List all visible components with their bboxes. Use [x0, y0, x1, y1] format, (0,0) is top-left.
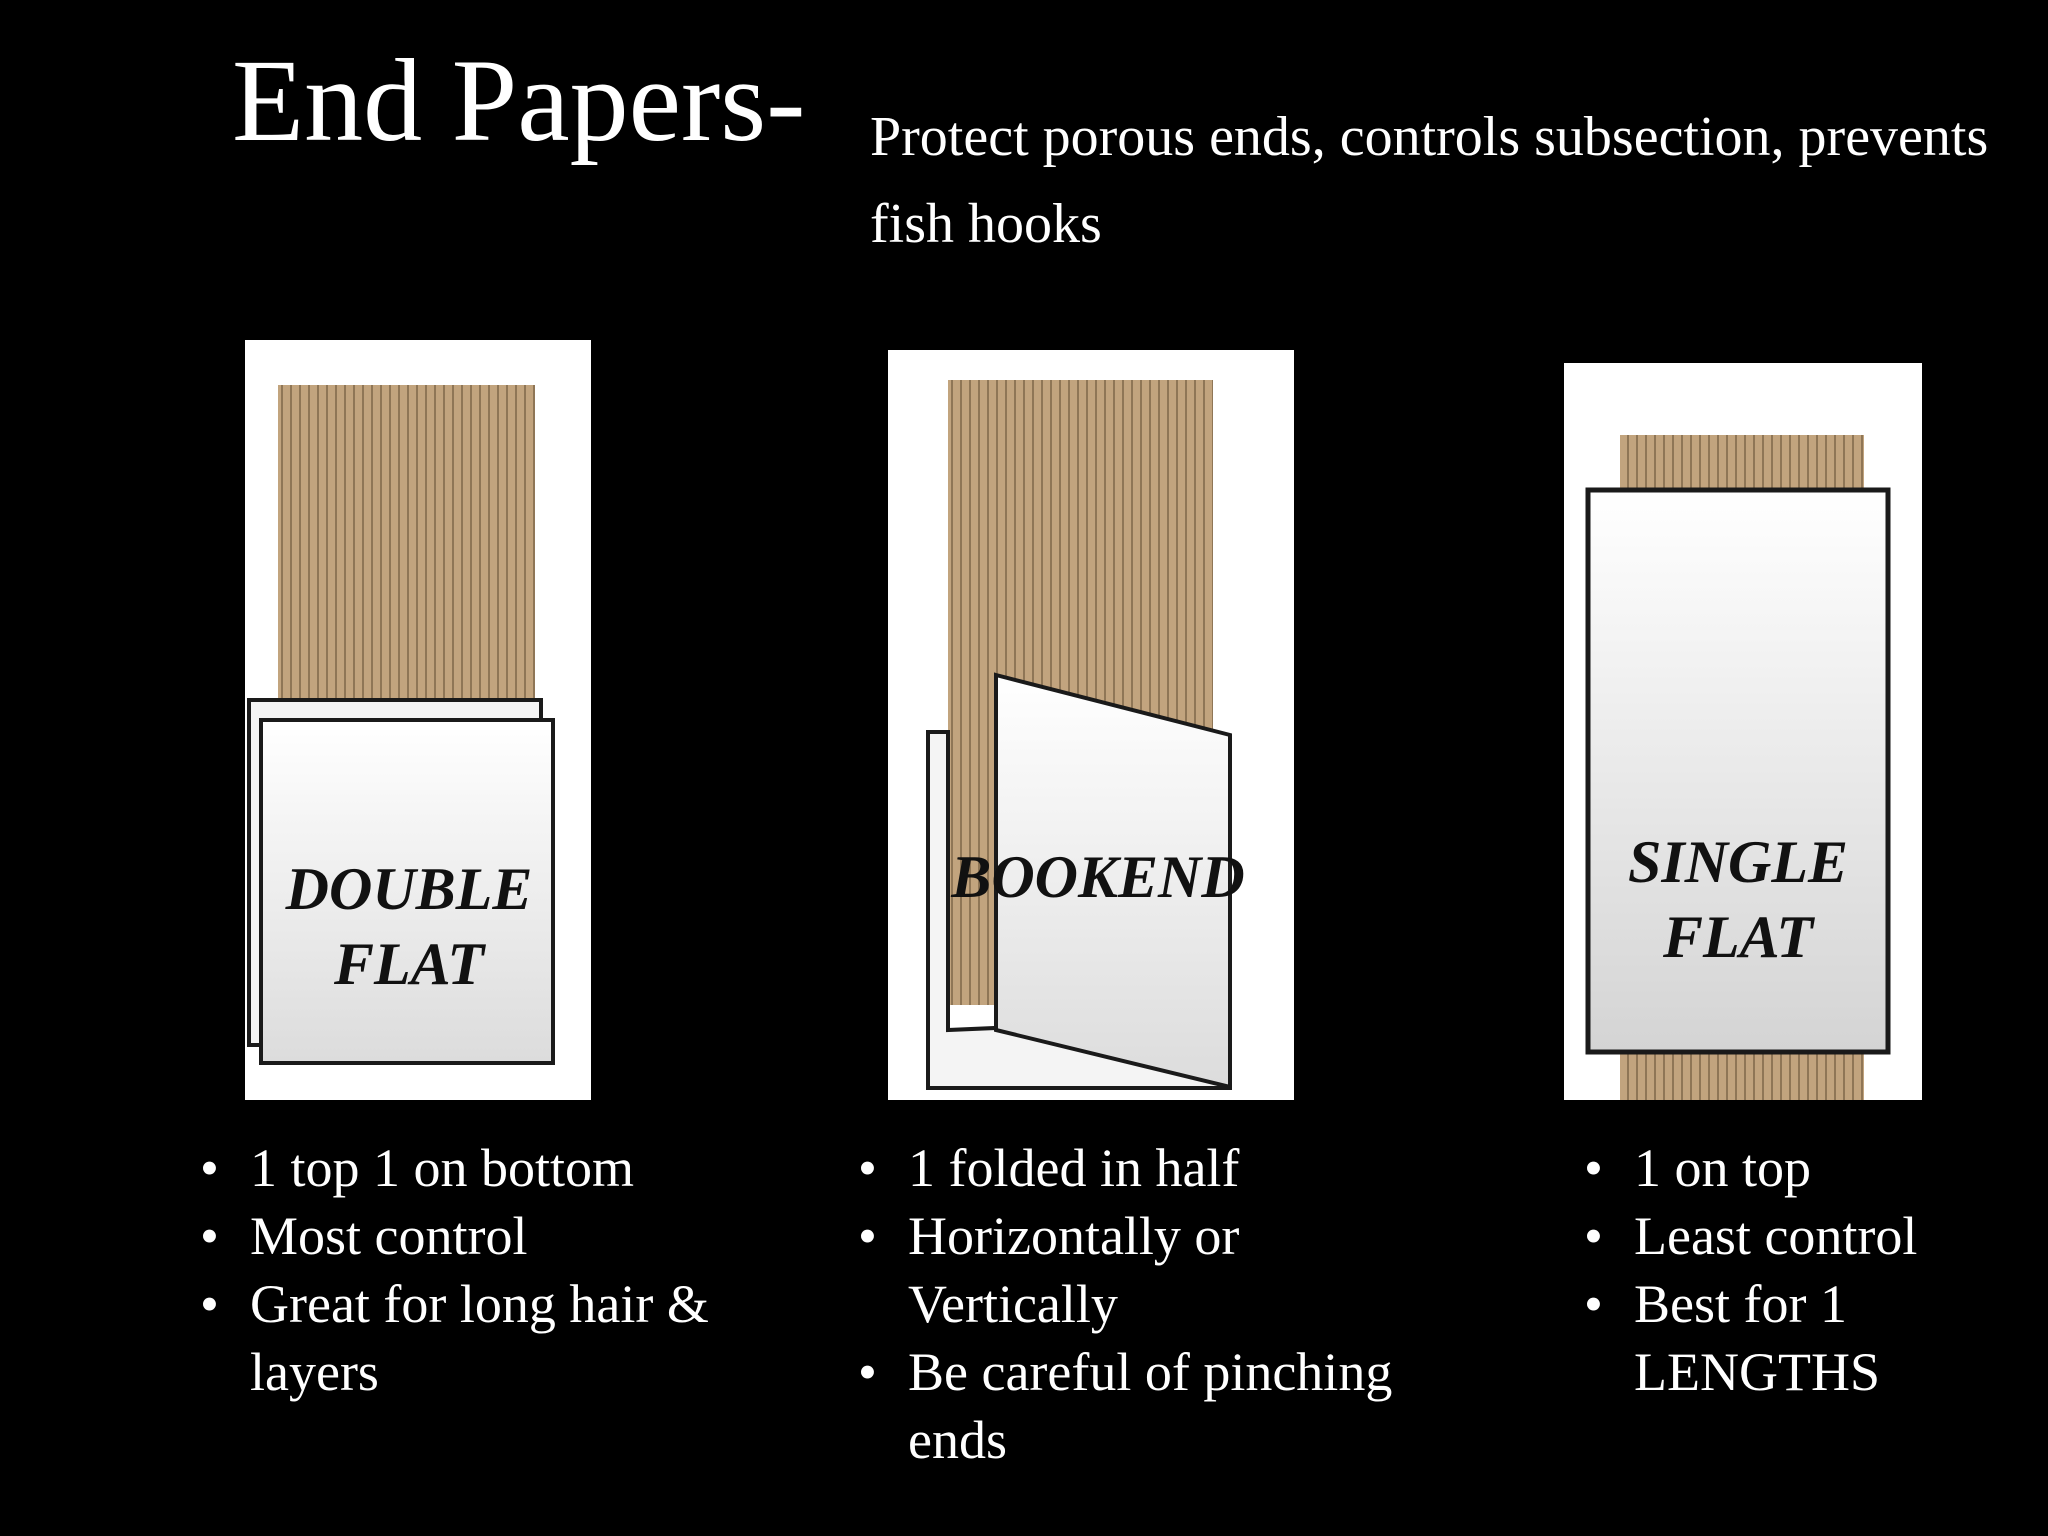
bullet-item: Great for long hair & layers [200, 1270, 760, 1406]
bullet-item: 1 top 1 on bottom [200, 1134, 760, 1202]
top-paper [259, 718, 555, 1065]
label-line: SINGLE [1627, 829, 1849, 895]
diagram-label-double-flat: DOUBLE FLAT [263, 852, 555, 1002]
front-paper-half [994, 672, 1232, 1090]
single-flat-illustration [1585, 435, 1891, 1100]
label-line: DOUBLE [285, 856, 533, 922]
double-flat-illustration [247, 385, 555, 1065]
bullet-item: Most control [200, 1202, 760, 1270]
single-flat-bullets: 1 on top Least control Best for 1 LENGTH… [1584, 1134, 1984, 1406]
bullet-item: Best for 1 LENGTHS [1584, 1270, 1984, 1406]
diagram-label-bookend: BOOKEND [948, 840, 1248, 915]
top-paper [1585, 487, 1891, 1055]
bullet-item: 1 folded in half [858, 1134, 1418, 1202]
bookend-diagram: BOOKEND [888, 350, 1294, 1100]
bookend-illustration [926, 380, 1232, 1090]
single-flat-diagram: SINGLE FLAT [1564, 363, 1922, 1100]
bullet-item: Least control [1584, 1202, 1984, 1270]
bullet-item: Horizontally or Vertically [858, 1202, 1418, 1338]
bullet-item: Be careful of pinching ends [858, 1338, 1418, 1474]
bullet-item: 1 on top [1584, 1134, 1984, 1202]
double-flat-bullets: 1 top 1 on bottom Most control Great for… [200, 1134, 760, 1406]
bookend-bullets: 1 folded in half Horizontally or Vertica… [858, 1134, 1418, 1474]
slide-title: End Papers- [232, 35, 806, 166]
label-line: BOOKEND [951, 844, 1245, 910]
label-line: FLAT [333, 931, 485, 997]
label-line: FLAT [1662, 904, 1814, 970]
double-flat-diagram: DOUBLE FLAT [245, 340, 591, 1100]
diagram-label-single-flat: SINGLE FLAT [1588, 825, 1888, 975]
slide-subtitle: Protect porous ends, controls subsection… [870, 106, 1989, 255]
